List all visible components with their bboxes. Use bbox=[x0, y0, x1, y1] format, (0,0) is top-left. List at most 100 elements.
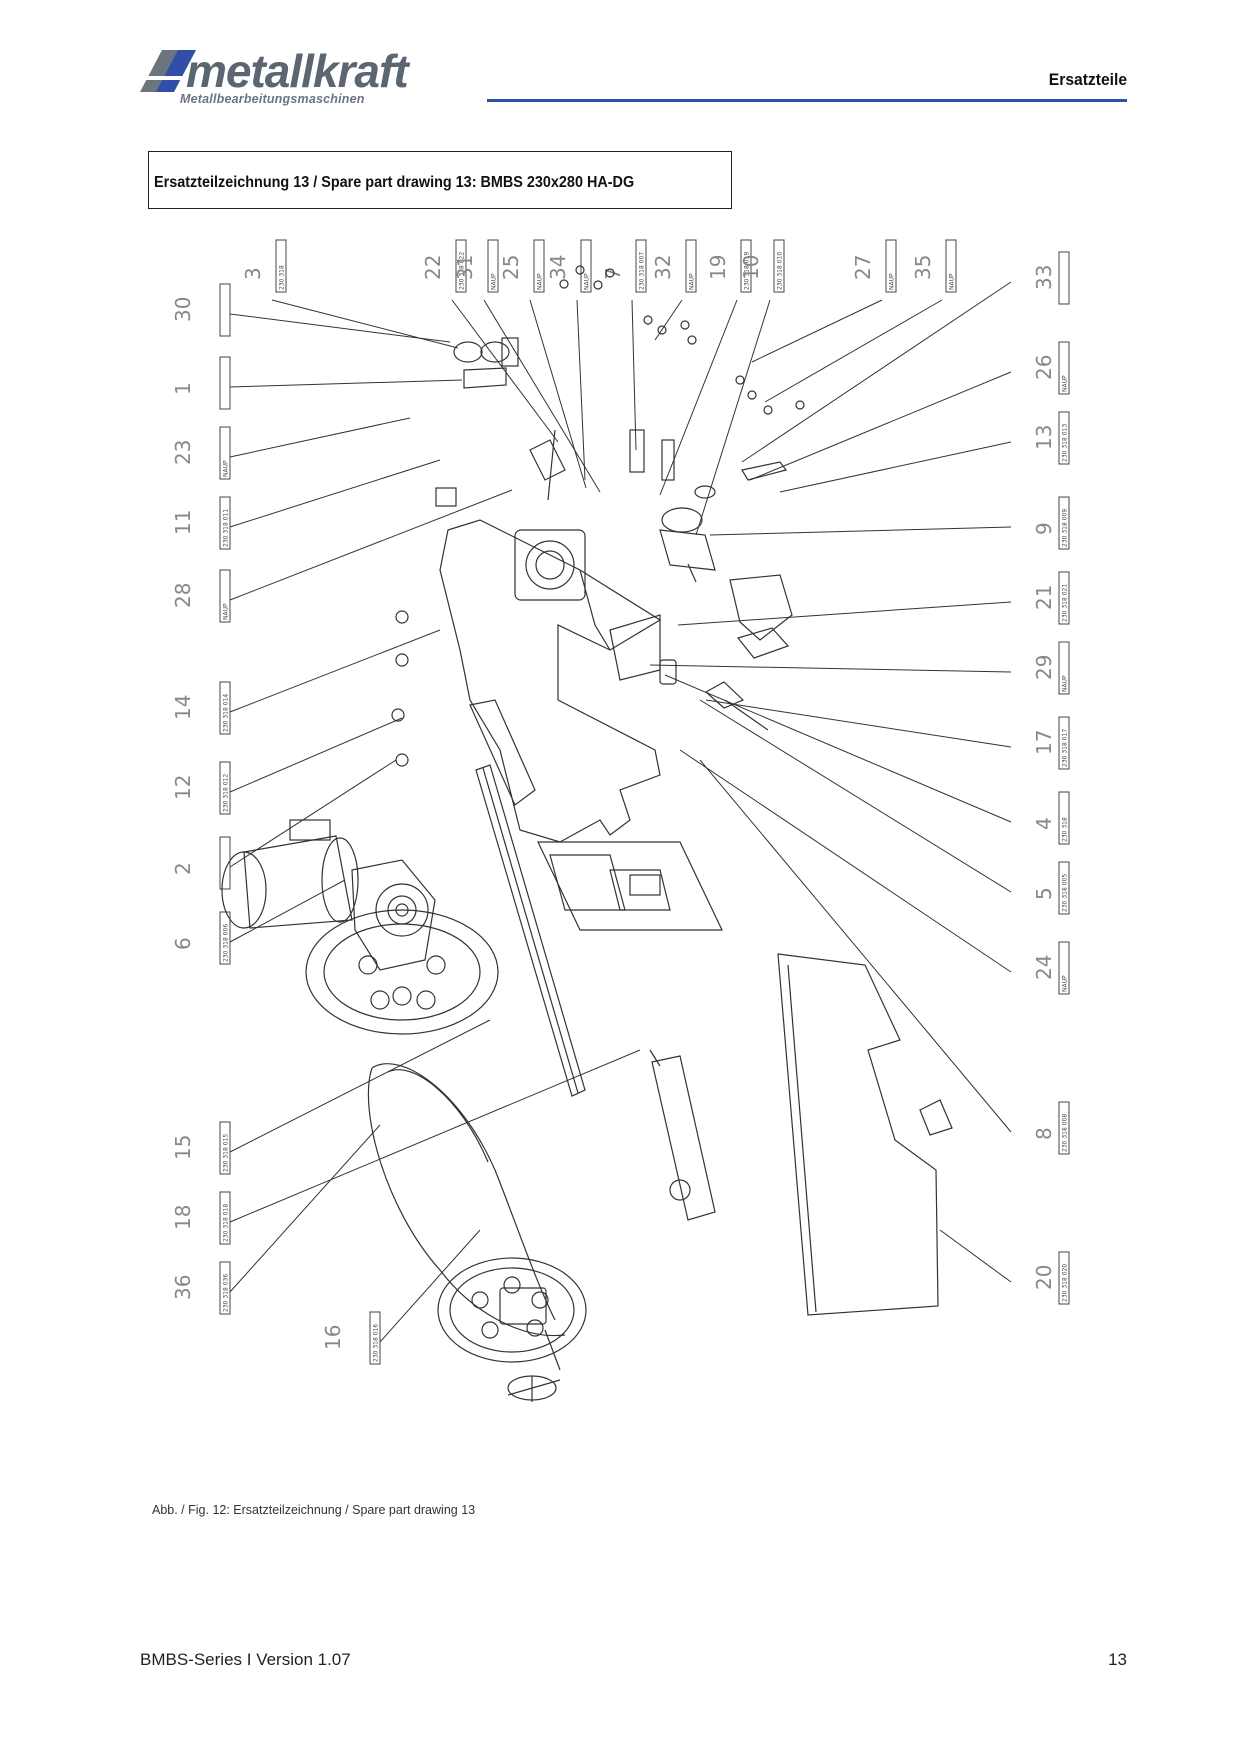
part-code-plate bbox=[219, 356, 231, 410]
part-code: 230 318 012 bbox=[223, 774, 230, 812]
part-code-plate bbox=[219, 1191, 231, 1245]
part-code: 230 318 014 bbox=[223, 694, 230, 732]
callout-30: 30 bbox=[171, 283, 451, 343]
part-code-plate bbox=[369, 1311, 381, 1365]
callout-2: 2 bbox=[171, 759, 397, 890]
callout-number: 27 bbox=[851, 255, 875, 280]
fasteners-part bbox=[391, 265, 805, 767]
callout-number: 9 bbox=[1032, 522, 1056, 535]
callout-number: 33 bbox=[1032, 265, 1056, 290]
callout-number: 36 bbox=[171, 1275, 195, 1300]
part-code: 230 318 018 bbox=[223, 1204, 230, 1242]
upper-bracket-part bbox=[529, 429, 716, 571]
callout-number: 11 bbox=[171, 510, 195, 535]
leader-line bbox=[654, 299, 683, 341]
part-code-plate bbox=[773, 239, 785, 293]
callout-number: 34 bbox=[546, 255, 570, 280]
callout-number: 35 bbox=[911, 255, 935, 280]
part-code-plate bbox=[1058, 1251, 1070, 1305]
brand-logo: metallkraft Metallbearbeitungsmaschinen bbox=[138, 44, 498, 112]
part-code-plate bbox=[1058, 571, 1070, 625]
callout-11: 11 230 318 011 bbox=[171, 459, 441, 550]
part-code: NAUP bbox=[584, 273, 591, 290]
brand-tagline: Metallbearbeitungsmaschinen bbox=[180, 92, 365, 106]
part-code: NAUP bbox=[223, 460, 230, 477]
callout-number: 4 bbox=[1032, 817, 1056, 830]
leader-line bbox=[229, 313, 451, 343]
part-code: NAUP bbox=[1062, 375, 1069, 392]
part-code: 230 318 022 bbox=[459, 252, 466, 290]
callout-number: 6 bbox=[171, 937, 195, 950]
leader-line bbox=[939, 1229, 1012, 1283]
part-code-plate bbox=[219, 761, 231, 815]
leader-line bbox=[229, 1019, 491, 1153]
callout-number: 2 bbox=[171, 862, 195, 875]
callout-number: 3 bbox=[241, 267, 265, 280]
callout-number: 26 bbox=[1032, 355, 1056, 380]
tension-handle-part bbox=[507, 1375, 561, 1402]
leader-line bbox=[749, 371, 1012, 481]
callout-number: 7 bbox=[601, 267, 625, 280]
leader-line bbox=[699, 759, 1012, 1133]
part-code: 230 318 bbox=[1062, 817, 1069, 842]
callout-number: 8 bbox=[1032, 1127, 1056, 1140]
leader-line bbox=[631, 299, 637, 451]
part-code: 230 318 007 bbox=[639, 252, 646, 290]
idler-wheel-part bbox=[437, 1257, 587, 1371]
blade-guide-arm-part bbox=[649, 1049, 716, 1221]
callout-number: 23 bbox=[171, 440, 195, 465]
lever-assembly-part bbox=[659, 563, 793, 731]
part-code: 230 318 011 bbox=[223, 509, 230, 547]
header-rule bbox=[487, 99, 1127, 102]
part-code-plate bbox=[275, 239, 287, 293]
callout-number: 29 bbox=[1032, 655, 1056, 680]
part-code-plate bbox=[685, 239, 697, 293]
callout-1: 1 bbox=[171, 356, 463, 410]
page-number: 13 bbox=[1108, 1650, 1127, 1669]
part-code: 230 318 015 bbox=[223, 1134, 230, 1172]
part-code: 230 318 016 bbox=[373, 1324, 380, 1362]
leader-line bbox=[271, 299, 459, 349]
leader-line bbox=[695, 299, 771, 536]
part-code-plate bbox=[219, 681, 231, 735]
part-code: 230 318 021 bbox=[1062, 584, 1069, 622]
callout-number: 28 bbox=[171, 583, 195, 608]
saw-band-part bbox=[367, 1063, 566, 1337]
callout-number: 21 bbox=[1032, 585, 1056, 610]
part-code: 230 318 008 bbox=[1062, 1114, 1069, 1152]
drawing-title: Ersatzteilzeichnung 13 / Spare part draw… bbox=[154, 174, 635, 191]
leader-line bbox=[483, 299, 601, 493]
title-box: Ersatzteilzeichnung 13 / Spare part draw… bbox=[148, 151, 732, 209]
leader-line bbox=[229, 759, 397, 868]
motor-part bbox=[221, 819, 359, 929]
part-code-plate bbox=[487, 239, 499, 293]
part-code-plate bbox=[885, 239, 897, 293]
leader-line bbox=[229, 459, 441, 528]
part-code: 230 318 013 bbox=[1062, 424, 1069, 462]
part-code-plate bbox=[1058, 791, 1070, 845]
callout-number: 13 bbox=[1032, 425, 1056, 450]
callout-number: 31 bbox=[453, 255, 477, 280]
parts-layer bbox=[221, 265, 953, 1402]
part-code-plate bbox=[219, 283, 231, 337]
callout-7: 7 230 318 007 bbox=[601, 239, 647, 451]
leader-line bbox=[664, 674, 1012, 823]
callout-4: 4 230 318 bbox=[664, 674, 1070, 845]
part-code: NAUP bbox=[491, 273, 498, 290]
leader-line bbox=[659, 299, 738, 496]
leader-line bbox=[229, 717, 403, 793]
callout-number: 14 bbox=[171, 695, 195, 720]
leader-line bbox=[229, 1049, 641, 1223]
